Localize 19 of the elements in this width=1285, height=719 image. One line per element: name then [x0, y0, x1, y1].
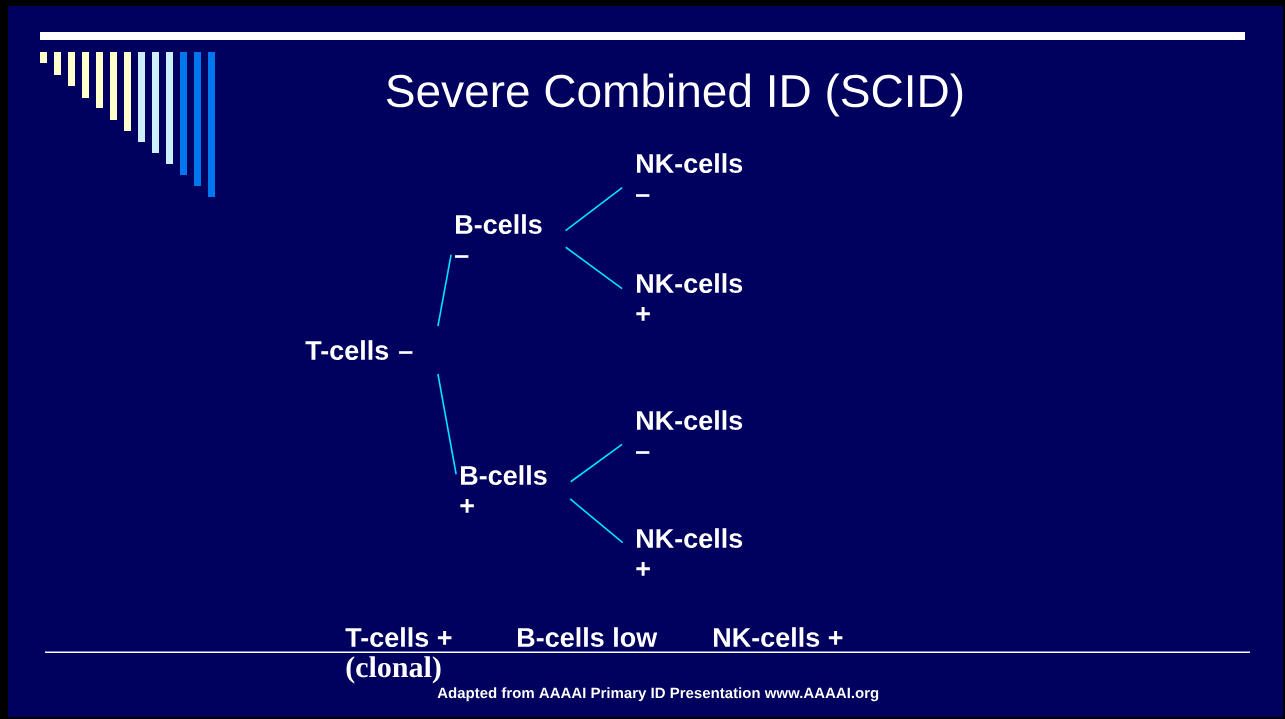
branch-line — [437, 373, 457, 476]
branch-label: NK-cells + — [636, 528, 743, 576]
source-note: Adapted from AAAAI Primary ID Presentation www.AAAAI.org — [437, 687, 879, 702]
branch-line — [437, 253, 452, 328]
result-label: T-cells + — [345, 627, 452, 647]
branch-label: NK-cells + — [636, 273, 743, 321]
result-label: NK-cells + — [714, 627, 843, 647]
branch-line — [569, 498, 624, 544]
branch-label: B-cells – — [455, 214, 542, 258]
branch-label: B-cells + — [460, 465, 547, 513]
result-note: (clonal) — [346, 656, 441, 684]
result-label: B-cells low — [518, 627, 658, 647]
branch-line — [564, 246, 623, 290]
branch-line — [569, 443, 623, 483]
branch-label: NK-cells – — [636, 410, 743, 454]
branch-line — [564, 186, 624, 232]
branch-label: T-cells – — [305, 340, 413, 361]
slide-title: Severe Combined ID (SCID) — [386, 73, 963, 117]
branch-label: NK-cells – — [636, 153, 743, 197]
